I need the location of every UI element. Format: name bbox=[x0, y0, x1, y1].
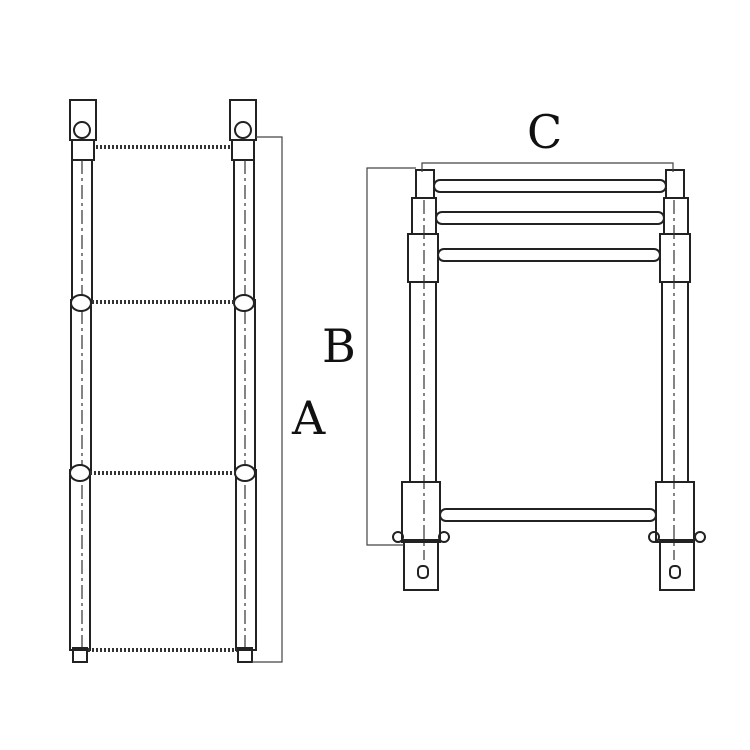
label-b: B bbox=[322, 319, 356, 373]
dimension-b: B bbox=[322, 167, 416, 546]
dimension-c: C bbox=[421, 105, 674, 172]
extended-ladder bbox=[69, 99, 257, 663]
rungs bbox=[88, 145, 237, 652]
label-a: A bbox=[291, 391, 326, 445]
retracted-ladder bbox=[392, 169, 706, 591]
left-rail bbox=[392, 169, 450, 591]
rungs bbox=[433, 179, 667, 522]
right-rail bbox=[648, 169, 706, 591]
right-rail bbox=[229, 99, 257, 663]
left-rail bbox=[69, 99, 97, 663]
dimension-a: A bbox=[252, 136, 326, 663]
label-c: C bbox=[527, 105, 562, 159]
